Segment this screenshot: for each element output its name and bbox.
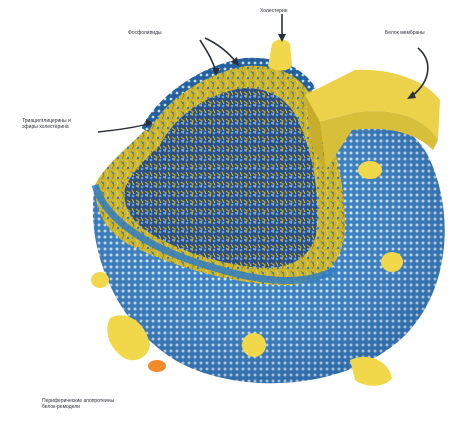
arrow-phospholipids-1 xyxy=(200,40,216,72)
apoprotein-blob xyxy=(358,161,382,179)
apoprotein-blob xyxy=(91,272,109,288)
arrow-phospholipids-2 xyxy=(205,38,236,62)
label-apolipoprotein: Периферические апопротеины белок-ремодел… xyxy=(42,398,128,410)
label-phospholipids: Фосфолипиды xyxy=(128,30,162,36)
arrow-triacylglycerols xyxy=(98,124,148,132)
apoprotein-blob xyxy=(381,252,403,272)
apoprotein-blob xyxy=(242,333,266,357)
accent-blob xyxy=(148,360,166,372)
label-surface-membrane: Белок мембраны xyxy=(385,30,425,36)
label-triacylglycerols: Триацилглицерины и эфиры холестерина xyxy=(22,118,82,130)
label-cholesterol: Холестерин xyxy=(260,8,288,14)
cholesterol-protrusion xyxy=(268,40,292,71)
apoprotein-blob xyxy=(350,357,392,386)
